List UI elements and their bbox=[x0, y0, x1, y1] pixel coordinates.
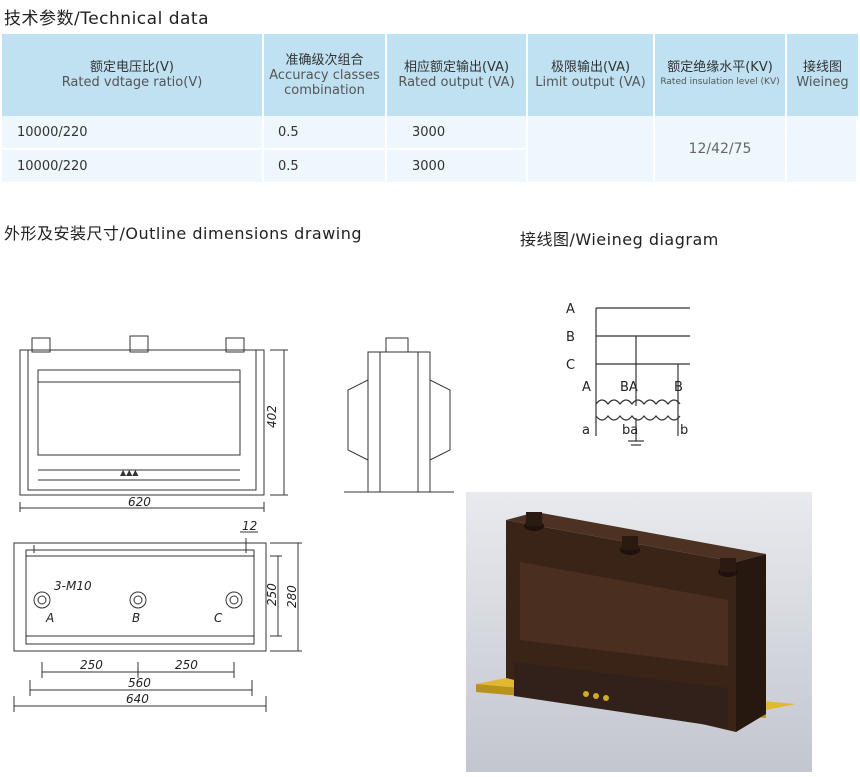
table-row: 10000/220 0.5 3000 bbox=[2, 150, 858, 184]
cell-ratio: 10000/220 bbox=[2, 116, 264, 150]
outline-title: 外形及安装尺寸/Outline dimensions drawing bbox=[4, 224, 363, 243]
terminal-label-a: A bbox=[45, 611, 54, 625]
front-view: ▲▲▲ bbox=[19, 335, 288, 512]
dim-pitch-right: 250 bbox=[175, 658, 198, 672]
primary-label-b: B bbox=[674, 380, 683, 395]
cell-ratio: 10000/220 bbox=[2, 150, 264, 184]
terminal-label-b: B bbox=[132, 611, 140, 625]
dim-base-width: 640 bbox=[126, 692, 149, 706]
col-header-ratio: 额定电压比(V)Rated vdtage ratio(V) bbox=[2, 34, 264, 116]
svg-text:▲▲▲: ▲▲▲ bbox=[120, 468, 139, 477]
secondary-label-a: a bbox=[582, 423, 590, 438]
top-view bbox=[13, 531, 302, 712]
cell-wiring bbox=[787, 116, 858, 184]
primary-label-a: A bbox=[582, 380, 591, 395]
cell-output: 3000 bbox=[387, 150, 528, 184]
secondary-label-b: b bbox=[680, 423, 688, 438]
outline-drawing: ▲▲▲ bbox=[13, 335, 454, 712]
primary-label-ba: BA bbox=[620, 380, 638, 395]
wiring-diagram: A B C A BA B a ba b bbox=[566, 302, 690, 446]
bolt-label: 3-M10 bbox=[54, 579, 92, 593]
dim-hole-span: 560 bbox=[128, 676, 151, 690]
cell-output: 3000 bbox=[387, 116, 528, 150]
cell-insulation-level: 12/42/75 bbox=[655, 116, 787, 184]
dim-pitch-left: 250 bbox=[80, 658, 103, 672]
cell-accuracy: 0.5 bbox=[264, 116, 387, 150]
transformer-3d-image bbox=[466, 492, 812, 772]
side-view bbox=[344, 337, 454, 493]
bus-label-a: A bbox=[566, 302, 575, 317]
bus-label-b: B bbox=[566, 330, 575, 345]
dim-depth-inner: 250 bbox=[265, 583, 279, 606]
col-header-limit-output: 极限输出(VA)Limit output (VA) bbox=[528, 34, 655, 116]
col-header-rated-output: 相应额定输出(VA)Rated output (VA) bbox=[387, 34, 528, 116]
dim-width-front: 620 bbox=[128, 495, 151, 509]
dim-flange: 12 bbox=[242, 519, 257, 533]
cell-limit-output bbox=[528, 116, 655, 184]
technical-data-title: 技术参数/Technical data bbox=[4, 9, 209, 29]
bus-label-c: C bbox=[566, 358, 575, 373]
wiring-title: 接线图/Wieineg diagram bbox=[520, 230, 719, 249]
secondary-label-ba: ba bbox=[622, 423, 638, 438]
dim-height: 402 bbox=[265, 405, 279, 428]
terminal-label-c: C bbox=[214, 611, 223, 625]
cell-accuracy: 0.5 bbox=[264, 150, 387, 184]
dim-depth-outer: 280 bbox=[285, 585, 299, 608]
table-row: 10000/220 0.5 3000 12/42/75 bbox=[2, 116, 858, 184]
col-header-insulation: 额定绝缘水平(KV)Rated insulation level (KV) bbox=[655, 34, 787, 116]
